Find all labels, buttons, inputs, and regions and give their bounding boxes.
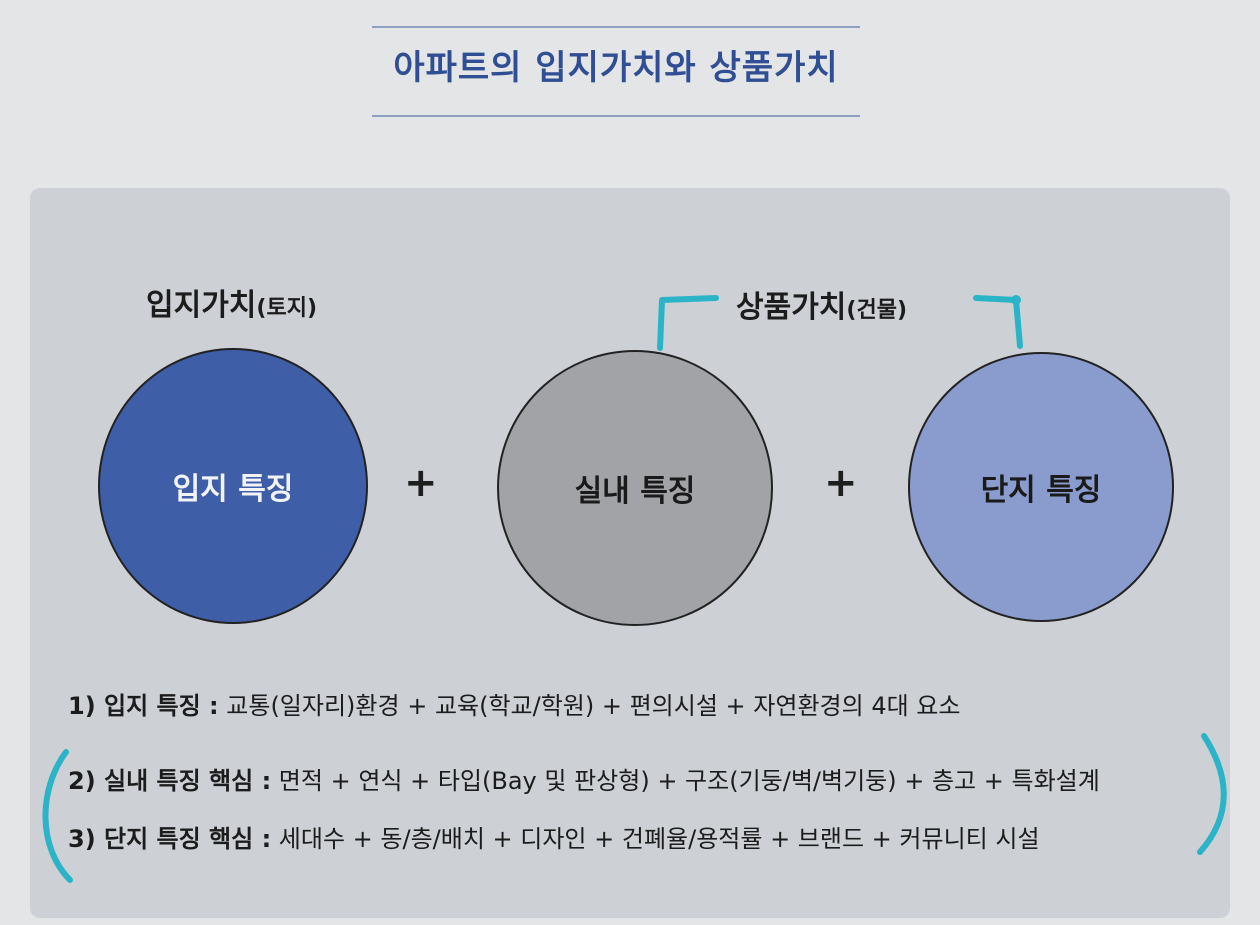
location-feature-circle: 입지 특징 — [98, 348, 368, 624]
title-rule-bottom — [372, 115, 860, 117]
feature-item-body: 면적 + 연식 + 타입(Bay 및 판상형) + 구조(기둥/벽/벽기둥) +… — [271, 767, 1100, 795]
highlighter-bracket — [973, 295, 1023, 349]
feature-item-body: 세대수 + 동/층/배치 + 디자인 + 건폐율/용적률 + 브랜드 + 커뮤니… — [271, 825, 1040, 853]
plus-operator-1: + — [404, 460, 438, 506]
location-feature-label: 입지 특징 — [172, 472, 294, 507]
complex-feature-circle: 단지 특징 — [908, 352, 1174, 622]
feature-item-head: 1) 입지 특징 : — [68, 692, 219, 720]
plus-operator-2: + — [824, 460, 858, 506]
feature-item-head: 3) 단지 특징 핵심 : — [68, 825, 272, 853]
feature-item-head: 2) 실내 특징 핵심 : — [68, 767, 272, 795]
product-value-sub: (건물) — [846, 298, 907, 323]
product-value-title: 상품가치 — [736, 290, 847, 325]
highlighter-paren-right — [1197, 733, 1227, 855]
location-value-sub: (토지) — [256, 296, 317, 321]
feature-item-body: 교통(일자리)환경 + 교육(학교/학원) + 편의시설 + 자연환경의 4대 … — [218, 692, 961, 720]
location-value-label: 입지가치(토지) — [146, 280, 317, 324]
interior-feature-circle: 실내 특징 — [497, 350, 773, 626]
feature-item-interior: 2) 실내 특징 핵심 : 면적 + 연식 + 타입(Bay 및 판상형) + … — [68, 761, 1100, 796]
complex-feature-label: 단지 특징 — [980, 473, 1102, 508]
highlighter-dot — [1011, 295, 1021, 305]
product-value-label: 상품가치(건물) — [736, 282, 907, 326]
feature-item-location: 1) 입지 특징 : 교통(일자리)환경 + 교육(학교/학원) + 편의시설 … — [68, 686, 960, 721]
page-title: 아파트의 입지가치와 상품가치 — [393, 48, 839, 88]
location-value-title: 입지가치 — [146, 288, 257, 323]
highlighter-bracket — [657, 295, 719, 351]
title-rule-top — [372, 26, 860, 28]
highlighter-paren-left — [42, 749, 73, 883]
interior-feature-label: 실내 특징 — [574, 474, 696, 509]
feature-item-complex: 3) 단지 특징 핵심 : 세대수 + 동/층/배치 + 디자인 + 건폐율/용… — [68, 819, 1040, 854]
